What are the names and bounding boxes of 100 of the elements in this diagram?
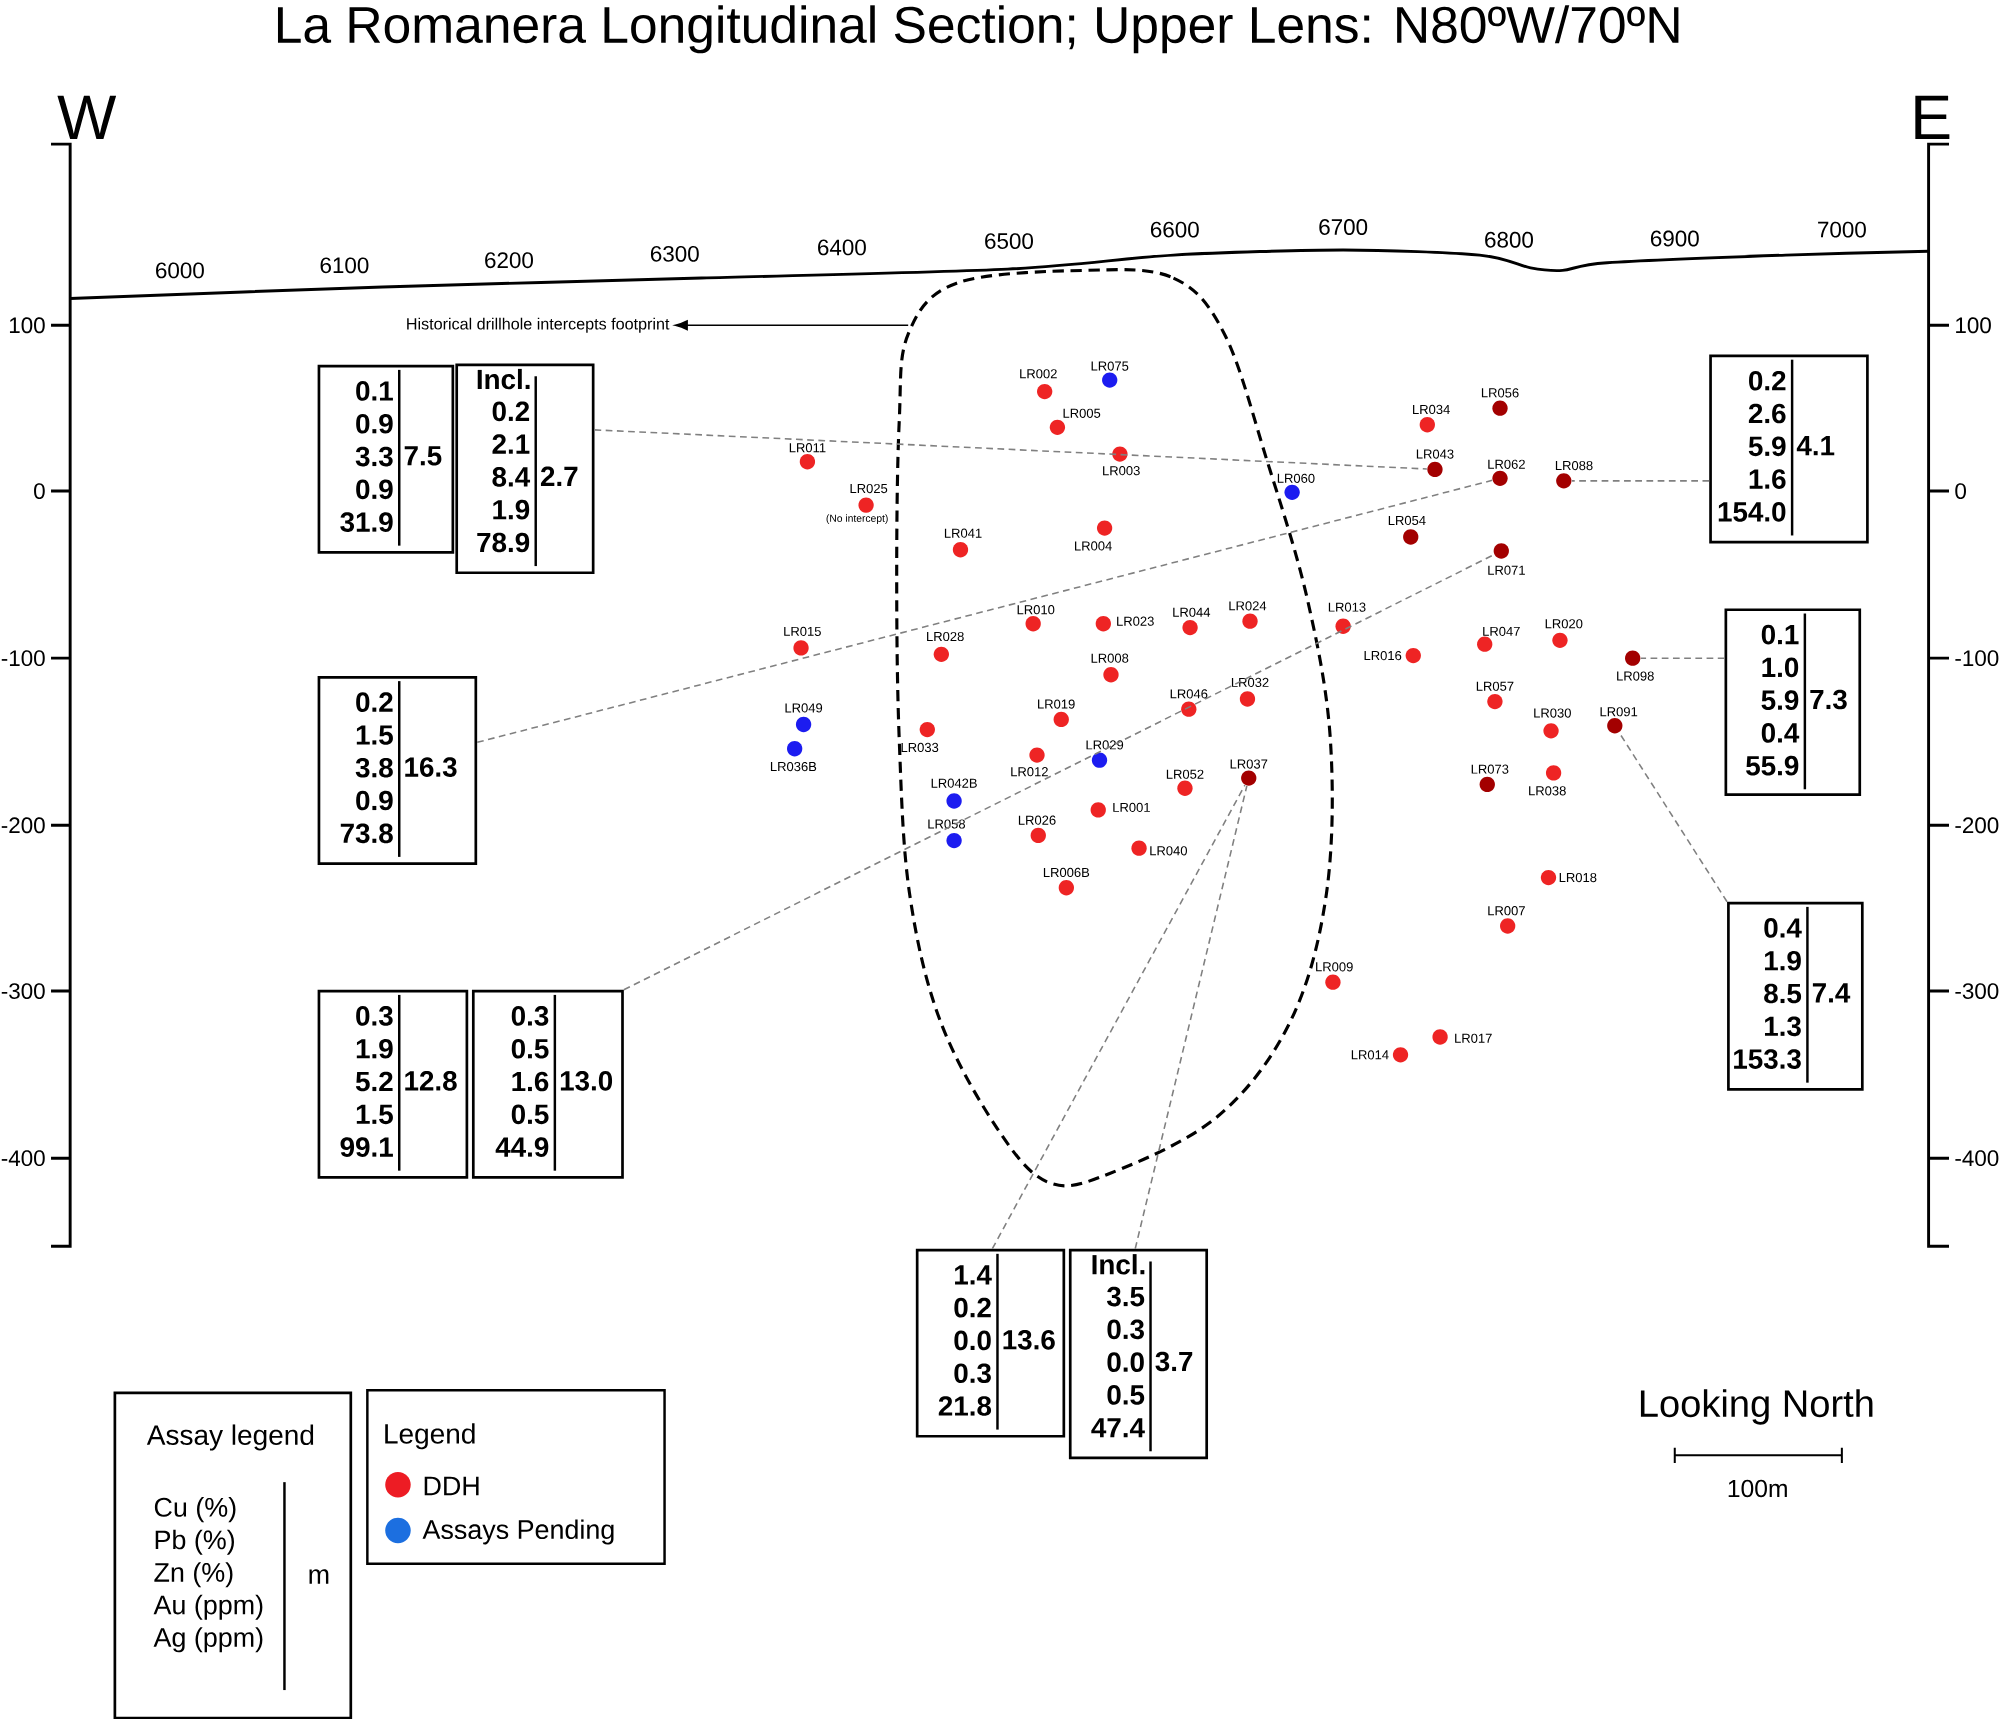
- drillhole-label: LR044: [1173, 607, 1211, 617]
- drillhole-label: LR009: [1316, 962, 1353, 972]
- assay-box: 0.3 0.5 1.6 0.5 44.9 13.0: [471, 989, 624, 1179]
- easting-label: 6000: [156, 262, 204, 279]
- drillhole-label: LR071: [1488, 565, 1525, 575]
- drillhole-label: LR033: [901, 742, 939, 752]
- connector-line: [476, 479, 1493, 743]
- elevation-label: -300: [1, 982, 45, 999]
- easting-label: 6500: [985, 232, 1033, 249]
- assay-box: Incl. 0.2 2.1 8.4 1.9 78.9 2.7: [455, 363, 595, 574]
- direction-label: W: [57, 95, 117, 139]
- drillhole-label: LR014: [1351, 1050, 1389, 1060]
- easting-label: 6200: [485, 252, 533, 268]
- drillhole-label: LR046: [1170, 689, 1208, 699]
- connector-line: [623, 553, 1495, 991]
- easting-label: 6700: [1319, 218, 1368, 235]
- connector-line: [1640, 657, 1726, 659]
- elevation-label: -200: [1, 817, 45, 833]
- assay-box: 0.1 0.9 3.3 0.9 31.9 7.5: [317, 364, 455, 554]
- drillhole-label: LR040: [1150, 846, 1187, 856]
- legend-label: Assays Pending: [422, 1519, 614, 1545]
- drillhole-label: LR018: [1559, 872, 1597, 882]
- assay-box: 0.2 1.5 3.8 0.9 73.8 16.3: [317, 675, 478, 865]
- drillhole-label: LR062: [1488, 459, 1525, 469]
- drillhole-label: LR047: [1483, 626, 1520, 636]
- drillhole-label: LR015: [784, 626, 821, 636]
- elevation-label: -100: [1955, 650, 1999, 666]
- drillhole-label: LR052: [1166, 769, 1204, 779]
- elevation-label: -400: [1955, 1150, 1999, 1166]
- drillhole-label: LR057: [1476, 681, 1514, 691]
- drillhole-label: LR037: [1230, 759, 1268, 769]
- easting-label: 6100: [320, 257, 369, 274]
- drillhole-label: LR019: [1038, 699, 1075, 709]
- easting-label: 6300: [650, 245, 699, 262]
- connector-line: [991, 784, 1246, 1250]
- easting-label: 6800: [1485, 231, 1533, 248]
- drillhole-label: LR005: [1063, 408, 1101, 418]
- drillhole-label: LR058: [928, 819, 966, 829]
- drillhole-label: LR056: [1481, 388, 1519, 398]
- drillhole-label: LR002: [1020, 368, 1057, 379]
- scale-label: 100m: [1728, 1479, 1787, 1498]
- assay-box: 1.4 0.2 0.0 0.3 21.8 13.6: [915, 1248, 1066, 1438]
- drillhole-label: LR001: [1113, 802, 1150, 812]
- drillhole-label: LR020: [1545, 618, 1583, 629]
- drillhole-label: LR011: [789, 442, 826, 453]
- title: La Romanera Longitudinal Section; Upper Lens: N80ºW/70ºN: [278, 5, 1679, 54]
- callout-text: Historical drillhole intercepts footprint: [407, 317, 670, 333]
- elevation-label: 100: [9, 317, 45, 333]
- drillhole-label: LR032: [1231, 677, 1269, 687]
- drillhole-label: LR003: [1103, 465, 1140, 476]
- drillhole-label: LR017: [1455, 1033, 1492, 1043]
- easting-label: 6900: [1650, 230, 1699, 247]
- drillhole-label: LR054: [1388, 515, 1426, 525]
- drillhole-label: LR088: [1555, 460, 1593, 470]
- assay-box: Incl. 3.5 0.3 0.0 0.5 47.4 3.7: [1068, 1248, 1209, 1460]
- connector-line: [1134, 784, 1248, 1250]
- assay-box: 0.3 1.9 5.2 1.5 99.1 12.8: [317, 989, 469, 1179]
- drillhole-label: LR049: [785, 703, 823, 713]
- easting-label: 6400: [818, 239, 866, 256]
- drillhole-label: LR004: [1075, 541, 1112, 551]
- direction-label: E: [1915, 95, 1950, 139]
- assay-box: 0.2 2.6 5.9 1.6 154.0 4.1: [1709, 354, 1869, 544]
- elevation-label: 0: [1955, 482, 1966, 499]
- connector-line: [593, 428, 1428, 470]
- drillhole-label: LR030: [1534, 708, 1571, 718]
- drillhole-label: LR025: [850, 483, 888, 493]
- drillhole-label: LR042B: [931, 778, 977, 788]
- drillhole-label: LR013: [1328, 602, 1366, 612]
- drillhole-label: LR016: [1364, 650, 1402, 661]
- easting-label: 6600: [1150, 221, 1199, 238]
- connector-line: [674, 320, 909, 331]
- drillhole-label: LR026: [1018, 815, 1056, 825]
- drillhole-label: LR038: [1529, 786, 1566, 796]
- drillhole-label: LR006B: [1043, 867, 1090, 877]
- drillhole-label: LR034: [1413, 404, 1450, 414]
- easting-label: 7000: [1818, 221, 1866, 238]
- drillhole-label: LR073: [1471, 764, 1509, 774]
- drillhole-label: LR043: [1416, 449, 1454, 459]
- drillhole-label: LR075: [1091, 361, 1129, 371]
- drillhole-label: LR060: [1277, 473, 1315, 483]
- assay-box: 0.4 1.9 8.5 1.3 153.3 7.4: [1727, 901, 1864, 1091]
- elevation-label: -200: [1955, 817, 1999, 833]
- elevation-label: -300: [1955, 982, 1999, 999]
- drillhole-label: LR091: [1600, 706, 1638, 717]
- drillhole-label: LR036B: [770, 761, 817, 771]
- drillhole-label: LR007: [1488, 905, 1525, 916]
- drillhole-label: LR098: [1617, 671, 1654, 681]
- connector-line: [1571, 479, 1710, 482]
- drillhole-label: LR012: [1011, 766, 1048, 777]
- drillhole-label: LR023: [1117, 616, 1154, 626]
- drillhole-label: LR041: [944, 528, 982, 538]
- legend-title: Legend: [385, 1422, 475, 1450]
- note-label: (No intercept): [826, 514, 888, 524]
- elevation-label: 100: [1956, 317, 1991, 333]
- elevation-label: -100: [1, 650, 45, 666]
- elevation-label: -400: [1, 1150, 45, 1166]
- drillhole-label: LR010: [1017, 604, 1055, 615]
- drillhole-label: LR008: [1091, 653, 1129, 663]
- drillhole-label: LR029: [1086, 740, 1124, 750]
- assay-box: 0.1 1.0 5.9 0.4 55.9 7.3: [1724, 608, 1862, 796]
